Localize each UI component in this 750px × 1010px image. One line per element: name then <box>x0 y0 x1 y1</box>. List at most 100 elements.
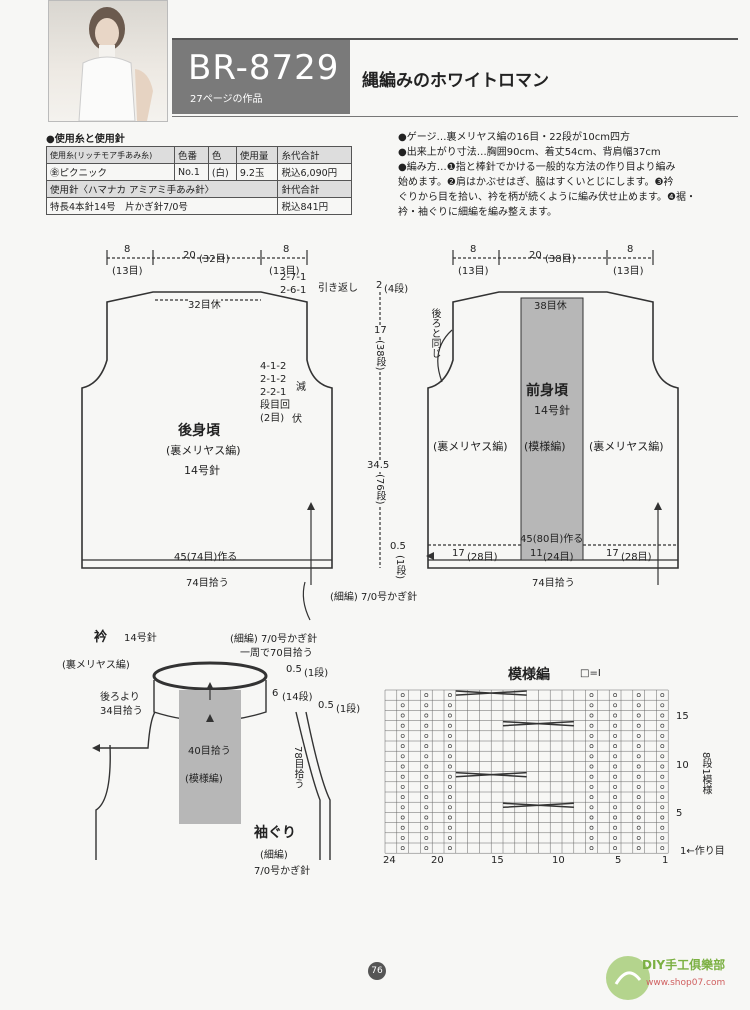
chart-twist-stitch <box>447 703 452 708</box>
chart-twist-stitch <box>424 815 429 820</box>
chart-twist-stitch <box>424 825 429 830</box>
chart-twist-stitch <box>589 805 594 810</box>
chart-twist-stitch <box>636 784 641 789</box>
chart-twist-stitch <box>613 774 618 779</box>
instructions: ●ゲージ…裏メリヤス編の16目・22段が10cm四方 ●出来上がり寸法…胸囲90… <box>398 130 738 220</box>
chart-twist-stitch <box>636 774 641 779</box>
note-method-1: ●編み方…❶指と棒針でかける一般的な方法の作り目より編み <box>398 162 676 173</box>
front-center-stitch: (模様編) <box>524 440 566 453</box>
logo-mark-icon <box>606 956 650 1000</box>
chart-twist-stitch <box>400 805 405 810</box>
collar-back-pick-2: 34目拾う <box>100 706 143 717</box>
chart-cable-cross <box>502 720 574 727</box>
front-left-arrow <box>426 552 434 560</box>
back-dim-left: 8 <box>124 244 131 255</box>
chart-twist-stitch <box>589 703 594 708</box>
chart-twist-stitch <box>660 723 665 728</box>
note-method-2: 始めます。❷肩はかぶせはぎ、脇はすくいとじにします。❸衿 <box>398 177 674 188</box>
col-color: 色 <box>207 146 237 164</box>
back-piece-needle: 14号針 <box>184 464 220 477</box>
note-size: ●出来上がり寸法…胸囲90cm、着丈54cm、背肩幅37cm <box>398 147 661 158</box>
v-dim-3: 34.5 <box>367 460 390 471</box>
front-c2: 11 <box>530 548 543 559</box>
chart-twist-stitch <box>400 825 405 830</box>
armhole-r-rows: (1段) <box>336 704 361 715</box>
chart-twist-stitch <box>636 846 641 851</box>
back-dim-center-sts: (32目) <box>199 254 230 265</box>
chart-twist-stitch <box>660 744 665 749</box>
chart-cable-cross <box>455 771 527 778</box>
chart-twist-stitch <box>613 723 618 728</box>
chart-twist-stitch <box>660 754 665 759</box>
chart-twist-stitch <box>660 693 665 698</box>
chart-twist-stitch <box>660 815 665 820</box>
back-body-outline <box>81 291 333 569</box>
front-up-arrow <box>654 502 662 510</box>
chart-twist-stitch <box>589 835 594 840</box>
armhole-needle: 7/0号かぎ針 <box>254 866 311 877</box>
model-photo-illustration <box>78 7 153 122</box>
collar-title: 衿 <box>94 630 108 645</box>
chart-cable-cross <box>455 690 527 696</box>
front-neck-hold: 38目休 <box>534 301 567 312</box>
back-cast-on: 45(74目)作る <box>174 552 238 563</box>
chart-twist-stitch <box>660 805 665 810</box>
page-number: 76 <box>368 962 386 980</box>
chart-twist-stitch <box>400 733 405 738</box>
front-dim-left-sts: (13目) <box>458 266 489 277</box>
chart-twist-stitch <box>613 764 618 769</box>
v-dim-4-rows: (1段) <box>394 555 405 580</box>
hem-crochet-note: (細編) 7/0号かぎ針 <box>330 592 418 603</box>
back-dec-1: 4-1-2 <box>260 361 287 372</box>
collar-r2-rows: (14段) <box>282 692 313 703</box>
back-dim-left-sts: (13目) <box>112 266 143 277</box>
back-dec-4: 段目回 <box>260 400 290 411</box>
v-dim-1-rows: (4段) <box>384 284 409 295</box>
chart-x-24: 24 <box>383 855 396 866</box>
chart-twist-stitch <box>589 784 594 789</box>
header-underline <box>172 116 738 117</box>
chart-twist-stitch <box>589 795 594 800</box>
front-pattern-panel-outline <box>520 297 584 561</box>
chart-twist-stitch <box>424 764 429 769</box>
chart-twist-stitch <box>660 825 665 830</box>
chart-y-15: 15 <box>676 711 689 722</box>
front-cast-on: 45(80目)作る <box>520 534 584 545</box>
front-same-as-back: 後ろと同じ <box>429 308 440 358</box>
chart-twist-stitch <box>400 744 405 749</box>
collar-left-arrow <box>92 744 100 752</box>
front-dim-right: 8 <box>627 244 634 255</box>
armhole-title: 袖ぐり <box>254 825 296 841</box>
chart-twist-stitch <box>613 795 618 800</box>
front-piece-name: 前身頃 <box>526 383 568 399</box>
v-dim-4: 0.5 <box>390 541 406 552</box>
chart-twist-stitch <box>400 764 405 769</box>
back-dim-center: 20 <box>183 250 196 261</box>
yarn-heading: ●使用糸と使用針 <box>46 134 125 145</box>
chart-twist-stitch <box>424 846 429 851</box>
chart-twist-stitch <box>636 713 641 718</box>
back-dec-2: 2-1-2 <box>260 374 287 385</box>
chart-twist-stitch <box>636 693 641 698</box>
chart-twist-stitch <box>447 693 452 698</box>
header-rule <box>172 38 738 40</box>
chart-twist-stitch <box>636 754 641 759</box>
armhole-left-curve <box>95 744 111 860</box>
chart-twist-stitch <box>424 723 429 728</box>
front-pattern-panel <box>521 298 583 560</box>
armhole-stitch: (細編) <box>260 850 288 861</box>
chart-twist-stitch <box>447 846 452 851</box>
chart-twist-stitch <box>636 825 641 830</box>
chart-twist-stitch <box>613 754 618 759</box>
back-dec-3: 2-2-1 <box>260 387 287 398</box>
armhole-r: 0.5 <box>318 700 334 711</box>
chart-twist-stitch <box>660 846 665 851</box>
chart-x-20: 20 <box>431 855 444 866</box>
same-as-back-arrow <box>437 329 453 383</box>
chart-twist-stitch <box>660 795 665 800</box>
chart-twist-stitch <box>424 754 429 759</box>
chart-twist-stitch <box>636 805 641 810</box>
chart-twist-stitch <box>636 723 641 728</box>
chart-twist-stitch <box>447 733 452 738</box>
collar-pattern-panel <box>179 690 241 824</box>
